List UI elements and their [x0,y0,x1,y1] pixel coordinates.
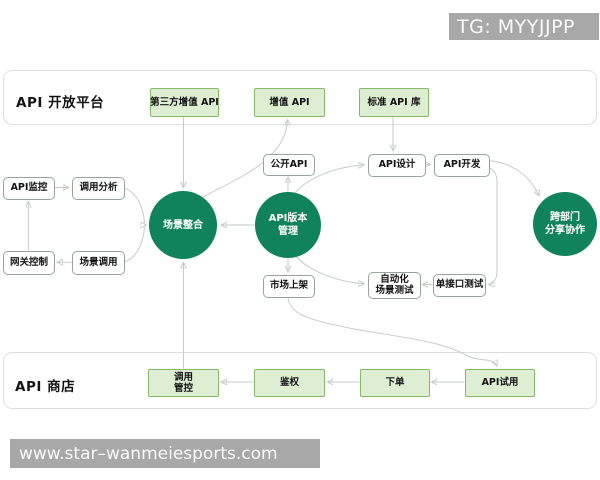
edge-scene-call-to-scene-integration [123,226,145,263]
node-label: 标准 API 库 [367,96,421,108]
node-gateway-control: 网关控制 [3,251,55,275]
node-label: 下单 [385,377,405,389]
node-label: 场景整合 [163,219,203,231]
node-label: API设计 [378,159,416,171]
store-title: API 商店 [15,379,76,395]
edge-api-dev-to-unit-test [489,167,498,285]
node-version-mgmt: API版本 管理 [255,192,321,258]
node-label: API试用 [481,377,519,389]
node-label: 单接口测试 [435,279,484,291]
node-public-api: 公开API [263,154,315,176]
node-scene-call: 场景调用 [72,251,125,275]
node-cross-dept: 跨部门 分享协作 [533,192,597,256]
node-call-analysis: 调用分析 [72,177,125,200]
node-label: 第三方增值 API [150,96,219,108]
node-auto-scene-test: 自动化 场景测试 [368,272,421,299]
node-label: 增值 API [269,96,310,108]
node-call-control: 调用 管控 [148,369,219,397]
node-label: 网关控制 [9,256,48,268]
node-value-api: 增值 API [254,88,325,117]
node-third-party-api: 第三方增值 API [150,88,219,117]
node-label: 调用分析 [79,182,118,194]
node-label-line2: 分享协作 [545,225,585,236]
node-scene-integration: 场景整合 [149,191,217,259]
node-label: 场景调用 [79,256,118,268]
node-api-trial: API试用 [465,369,535,397]
node-label-line2: 管理 [278,226,298,237]
site-watermark: www.star–wanmeiesports.com [10,439,320,468]
node-label: 市场上架 [269,280,308,292]
node-label-line1: 调用 [173,371,193,383]
edge-market-to-api-trial [287,296,497,366]
node-api-monitor: API监控 [3,177,55,200]
edge-version-to-auto-test [294,255,364,284]
edge-version-to-api-design [293,165,364,195]
edge-analysis-to-scene-integration [123,187,145,224]
node-std-api-lib: 标准 API 库 [359,88,429,117]
edge-api-dev-to-cross-dept [488,160,540,196]
edge-scene-integration-to-value-api [195,120,288,202]
node-api-design: API设计 [368,154,426,177]
node-label: 公开API [270,158,308,170]
node-api-dev: API开发 [434,154,490,177]
node-unit-test: 单接口测试 [433,274,486,297]
node-label-line2: 场景测试 [375,284,414,296]
node-market-listing: 市场上架 [263,275,315,298]
node-label: API监控 [10,182,48,194]
node-auth: 鉴权 [254,369,325,397]
node-label: API开发 [443,159,481,171]
node-label-line2: 管控 [173,383,193,394]
open-platform-title: API 开放平台 [16,95,105,111]
node-label: 鉴权 [279,377,299,389]
node-label-line1: 跨部门 [550,212,580,223]
node-label-line1: API版本 [268,213,308,224]
tg-watermark: TG: MYYJJPP [449,13,599,40]
node-label-line1: 自动化 [380,273,409,285]
node-order: 下单 [360,369,430,397]
